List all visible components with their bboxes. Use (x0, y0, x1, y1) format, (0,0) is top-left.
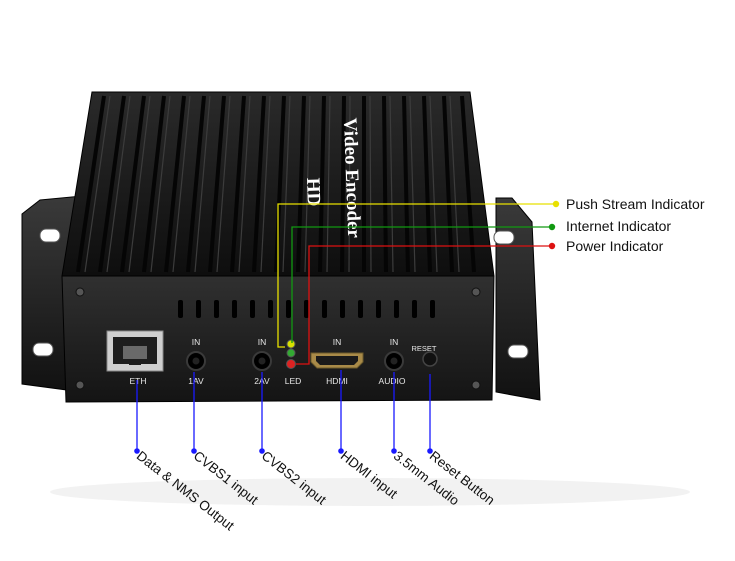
model-name-text: Video Encoder (339, 117, 364, 238)
screw (75, 380, 85, 390)
push-stream-indicator-label: Push Stream Indicator (566, 196, 705, 212)
screw (471, 380, 481, 390)
internet-indicator-label: Internet Indicator (566, 218, 672, 234)
hdmi-marker (338, 448, 344, 454)
eth-marker (134, 448, 140, 454)
av1-in-label: IN (192, 337, 201, 347)
screw (471, 287, 481, 297)
heatsink-top (61, 91, 495, 277)
power-marker (548, 242, 556, 250)
hdmi-in-label: IN (333, 337, 342, 347)
power-leader-line (296, 245, 552, 365)
av1-label: 1AV (188, 376, 204, 386)
audio-in-label: IN (390, 337, 399, 347)
power-led (286, 359, 296, 369)
cvbs1-marker (191, 448, 197, 454)
av1-jack (186, 351, 206, 371)
audio-jack (384, 351, 404, 371)
screw (75, 287, 85, 297)
reset-button (422, 351, 438, 367)
led-label: LED (285, 376, 302, 386)
bracket-hole (32, 342, 54, 357)
av2-jack (252, 351, 272, 371)
vent-slots (178, 300, 435, 318)
power-indicator-label: Power Indicator (566, 238, 664, 254)
heatsink-fins (76, 95, 476, 273)
av2-in-label: IN (258, 337, 267, 347)
bracket-hole (493, 230, 515, 245)
model-hd-text: HD (302, 177, 324, 206)
push-stream-leader-line (277, 203, 556, 348)
push-stream-led (286, 339, 296, 349)
reset-label: RESET (411, 344, 436, 353)
eth-port (106, 330, 164, 372)
cvbs2-marker (259, 448, 265, 454)
reset-marker (427, 448, 433, 454)
internet-marker (548, 223, 556, 231)
push-stream-marker (552, 200, 560, 208)
audio-marker (391, 448, 397, 454)
hdmi-label: HDMI (326, 376, 348, 386)
internet-led (286, 348, 296, 358)
ground-shadow (50, 478, 690, 506)
eth-label: ETH (130, 376, 147, 386)
right-mounting-bracket (493, 197, 541, 401)
bracket-hole (507, 344, 529, 359)
bracket-hole (39, 228, 61, 243)
audio-label: AUDIO (379, 376, 406, 386)
internet-leader-line (291, 226, 552, 343)
hdmi-port (310, 352, 364, 369)
